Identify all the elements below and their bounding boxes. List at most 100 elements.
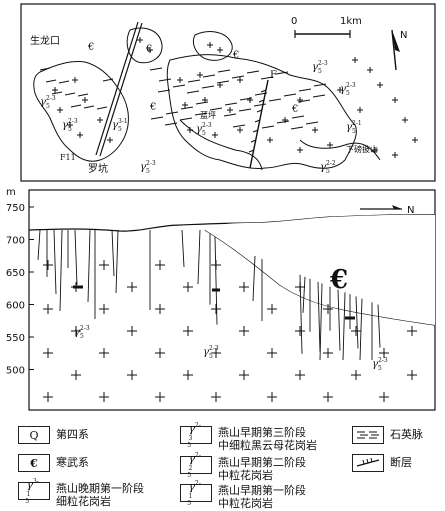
legend-item-quaternary: Q 第四系: [18, 426, 89, 444]
cambrian-symbol-2: €: [145, 44, 152, 55]
cambrian-symbol-1: €: [87, 42, 94, 53]
fault-F11-line-2: [99, 22, 143, 157]
legend-item-early-yanshan-2: γ2-25 燕山早期第二阶段 中粒花岗岩: [180, 452, 306, 482]
scale-km: 1km: [340, 16, 362, 27]
legend-label-early-yanshan-3-line2: 中细粒黑云母花岗岩: [218, 439, 317, 452]
legend-label-cambrian: 寒武系: [56, 456, 89, 469]
svg-text:5: 5: [80, 333, 84, 340]
legend-item-cambrian: € 寒武系: [18, 454, 89, 472]
legend-symbol-cambrian: €: [18, 454, 50, 472]
elevation-unit-label: m: [6, 187, 16, 198]
map-frame: [20, 3, 436, 182]
cambrian-symbol-4: €: [149, 102, 156, 113]
legend-item-fault: 断层: [352, 454, 412, 472]
section-unit-gamma-left: γ: [74, 327, 80, 338]
svg-text:2-1: 2-1: [352, 120, 362, 127]
cambrian-symbol-5: €: [291, 104, 298, 115]
svg-text:5: 5: [146, 168, 150, 175]
svg-text:5: 5: [318, 68, 322, 75]
geologic-map: 0 1km N 生龙口 罗坑 蓝坪 下磅披山 F F11 € € € € € γ…: [20, 3, 436, 182]
svg-text:2-3: 2-3: [346, 82, 356, 89]
svg-text:5: 5: [326, 168, 330, 175]
svg-text:N: N: [400, 30, 407, 41]
granite-outline: [166, 54, 357, 169]
svg-text:2-3: 2-3: [378, 357, 388, 364]
svg-text:N: N: [407, 205, 414, 216]
svg-text:3-1: 3-1: [118, 118, 128, 125]
legend-symbol-early-yanshan-1: γ2-15: [180, 480, 212, 507]
legend-label-late-yanshan-1-line2: 细粒花岗岩: [56, 495, 111, 508]
scale-zero: 0: [291, 16, 297, 27]
place-xiabangpishan: 下磅披山: [346, 144, 378, 154]
cambrian-symbol-3: €: [232, 50, 239, 61]
legend-label-early-yanshan-1-line2: 中粒花岗岩: [218, 497, 273, 510]
section-granite-pattern: [43, 260, 417, 402]
legend-label-quaternary: 第四系: [56, 428, 89, 441]
legend-symbol-early-yanshan-2: γ2-25: [180, 452, 212, 479]
elevation-tick-label: 550: [6, 333, 25, 344]
legend-label-early-yanshan-3-line1: 燕山早期第三阶段: [218, 426, 306, 439]
map-unit-gamma-5: γ: [312, 62, 318, 73]
fault-F11-line: [95, 21, 139, 156]
svg-text:5: 5: [68, 126, 72, 133]
section-cambrian-symbol: €: [329, 265, 348, 295]
place-shenglongkou: 生龙口: [30, 34, 60, 47]
legend-label-early-yanshan-1-line1: 燕山早期第一阶段: [218, 484, 306, 497]
map-unit-gamma-7: γ: [346, 122, 352, 133]
map-unit-gamma-9: γ: [140, 162, 146, 173]
section-unit-gamma-mid: γ: [203, 347, 209, 358]
map-unit-gamma-4: γ: [196, 124, 202, 135]
svg-text:5: 5: [202, 130, 206, 137]
section-unit-gamma-right: γ: [372, 359, 378, 370]
legend-symbol-late-yanshan-1: γ3-15: [18, 478, 50, 505]
fault-F-label: F: [270, 70, 277, 81]
stock-outline: [126, 27, 163, 64]
legend-label-early-yanshan-2-line1: 燕山早期第二阶段: [218, 456, 306, 469]
map-granite-pattern: [52, 37, 418, 158]
svg-text:2-3: 2-3: [202, 122, 212, 129]
svg-text:2-3: 2-3: [46, 95, 56, 102]
legend: Q 第四系 € 寒武系 γ3-15 燕山晚期第一阶段 细粒花岗岩 γ2-35 燕…: [0, 416, 445, 511]
elevation-tick-label: 600: [6, 301, 25, 312]
legend-symbol-quaternary: Q: [18, 426, 50, 444]
svg-text:5: 5: [118, 126, 122, 133]
scale-bar: 0 1km: [291, 16, 362, 38]
map-unit-gamma-8: γ: [320, 162, 326, 173]
elevation-tick-label: 500: [6, 366, 25, 377]
place-luokeng: 罗坑: [88, 162, 108, 175]
river-line-2: [299, 139, 381, 161]
legend-symbol-fault: [352, 454, 384, 472]
svg-text:5: 5: [346, 90, 350, 97]
river-line: [179, 119, 263, 171]
map-unit-gamma-2: γ: [62, 120, 68, 131]
svg-text:2-3: 2-3: [68, 118, 78, 125]
section-north-arrow-icon: N: [360, 205, 414, 216]
legend-item-early-yanshan-1: γ2-15 燕山早期第一阶段 中粒花岗岩: [180, 480, 306, 510]
map-unit-gamma-1: γ: [40, 97, 46, 108]
small-stock-outline: [193, 31, 233, 61]
legend-item-early-yanshan-3: γ2-35 燕山早期第三阶段 中细粒黑云母花岗岩: [180, 422, 317, 452]
legend-symbol-quartz-vein: [352, 426, 384, 444]
svg-text:5: 5: [352, 128, 356, 135]
svg-text:2-3: 2-3: [146, 160, 156, 167]
elevation-tick-label: 650: [6, 268, 25, 279]
legend-item-quartz-vein: 石英脉: [352, 426, 423, 444]
svg-text:2-2: 2-2: [326, 160, 336, 167]
fault-F11-label: F11: [60, 153, 76, 162]
legend-symbol-early-yanshan-3: γ2-35: [180, 422, 212, 449]
legend-label-quartz-vein: 石英脉: [390, 428, 423, 441]
map-quartz-veins: [39, 67, 327, 153]
map-unit-gamma-6: γ: [340, 84, 346, 95]
legend-label-fault: 断层: [390, 456, 412, 469]
svg-text:5: 5: [378, 365, 382, 372]
svg-text:5: 5: [46, 103, 50, 110]
legend-label-late-yanshan-1-line1: 燕山晚期第一阶段: [56, 482, 144, 495]
place-lanping: 蓝坪: [200, 110, 216, 120]
elevation-tick-label: 700: [6, 236, 25, 247]
map-unit-gamma-3: γ: [112, 120, 118, 131]
svg-text:2-3: 2-3: [209, 345, 219, 352]
